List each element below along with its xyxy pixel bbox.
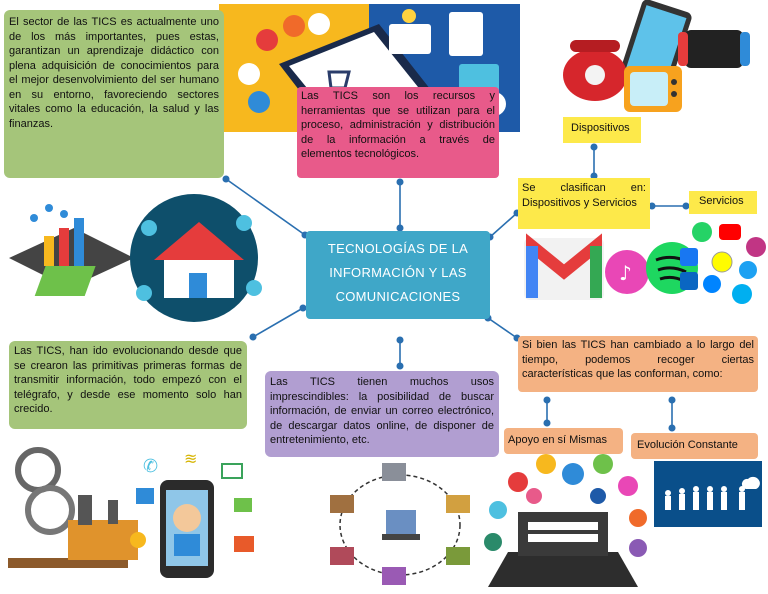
evolution-illustration <box>654 461 762 527</box>
sector-importance-node: El sector de las TICS es actualmente uno… <box>4 10 224 178</box>
connector-center-sector <box>222 175 309 239</box>
svg-text:≋: ≋ <box>184 449 197 468</box>
laptop-icons-illustration <box>484 454 647 587</box>
svg-text:✆: ✆ <box>143 456 158 477</box>
constant-evolution-node: Evolución Constante <box>631 433 758 459</box>
characteristics-node: Si bien las TICS han cambiado a lo largo… <box>518 336 758 392</box>
computers-illustration <box>330 463 470 585</box>
definition-node: Las TICS son los recursos y herramientas… <box>297 87 499 178</box>
connector-center-history <box>249 304 307 341</box>
uses-node: Las TICS tienen muchos usos imprescindib… <box>265 371 499 457</box>
devices-illustration <box>563 0 750 112</box>
tech-grid-illustration <box>9 194 262 322</box>
devices-node: Dispositivos <box>563 117 641 143</box>
svg-text:♪: ♪ <box>619 261 632 285</box>
services-node: Servicios <box>689 191 757 214</box>
classification-node: Se clasifican en: Dispositivos y Servici… <box>518 178 650 229</box>
central-topic: TECNOLOGÍAS DE LA INFORMACIÓN Y LAS COMU… <box>306 231 490 319</box>
connector-center-changes <box>484 314 521 342</box>
history-node: Las TICS, han ido evolucionando desde qu… <box>9 341 247 429</box>
service-apps-illustration: ♪ <box>524 222 766 304</box>
connector-center-classify <box>486 209 521 241</box>
self-support-node: Apoyo en sí Mismas <box>504 428 623 454</box>
telegraph-illustration: ✆ ≋ <box>8 447 254 578</box>
